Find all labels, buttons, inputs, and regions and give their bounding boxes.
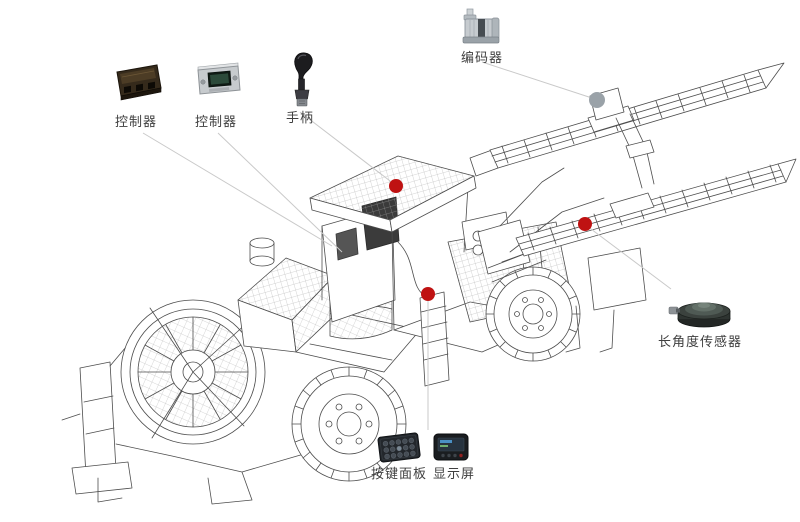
- callout-label-angle-sensor: 长角度传感器: [657, 334, 742, 349]
- callout-label-display: 显示屏: [432, 466, 475, 481]
- callout-label-encoder: 编码器: [460, 50, 503, 65]
- marker-encoder-boom: [589, 92, 605, 108]
- machine-front-wheel: [485, 266, 581, 362]
- callout-label-keypad: 按键面板: [370, 466, 427, 481]
- leader-line-controller-2: [217, 132, 343, 253]
- callout-label-handle: 手柄: [285, 110, 314, 125]
- machine-rear-wheel: [291, 366, 407, 482]
- machine-front-support: [565, 247, 647, 353]
- leader-line-encoder: [481, 61, 596, 100]
- machine-rear-frame: [61, 305, 305, 505]
- marker-cab-canopy: [389, 179, 403, 193]
- machine-lower-boom: [515, 158, 797, 257]
- joystick-photo: [294, 52, 313, 107]
- leader-lines: [142, 61, 672, 430]
- leader-line-controller-1: [142, 132, 333, 247]
- machine-cab: [309, 155, 477, 331]
- encoder-photo: [462, 8, 500, 44]
- controller-display-photo: [197, 62, 241, 95]
- machine-cable-reel: [120, 299, 266, 445]
- keypad-photo: [377, 432, 421, 463]
- controller-module-photo: [116, 64, 162, 101]
- leader-line-angle-sensor: [586, 225, 672, 290]
- callout-label-controller-2: 控制器: [194, 114, 237, 129]
- angle-sensor-photo: [668, 302, 731, 328]
- display-photo: [433, 433, 469, 461]
- marker-boom: [578, 217, 592, 231]
- machine-upper-boom: [469, 62, 785, 177]
- machine-rear-body: [237, 237, 421, 373]
- machine-boom-mount: [477, 167, 605, 283]
- location-markers: [389, 92, 605, 301]
- callout-label-controller-1: 控制器: [114, 114, 157, 129]
- leader-line-handle: [299, 111, 395, 185]
- marker-chassis: [421, 287, 435, 301]
- machine-boom-link: [615, 113, 655, 189]
